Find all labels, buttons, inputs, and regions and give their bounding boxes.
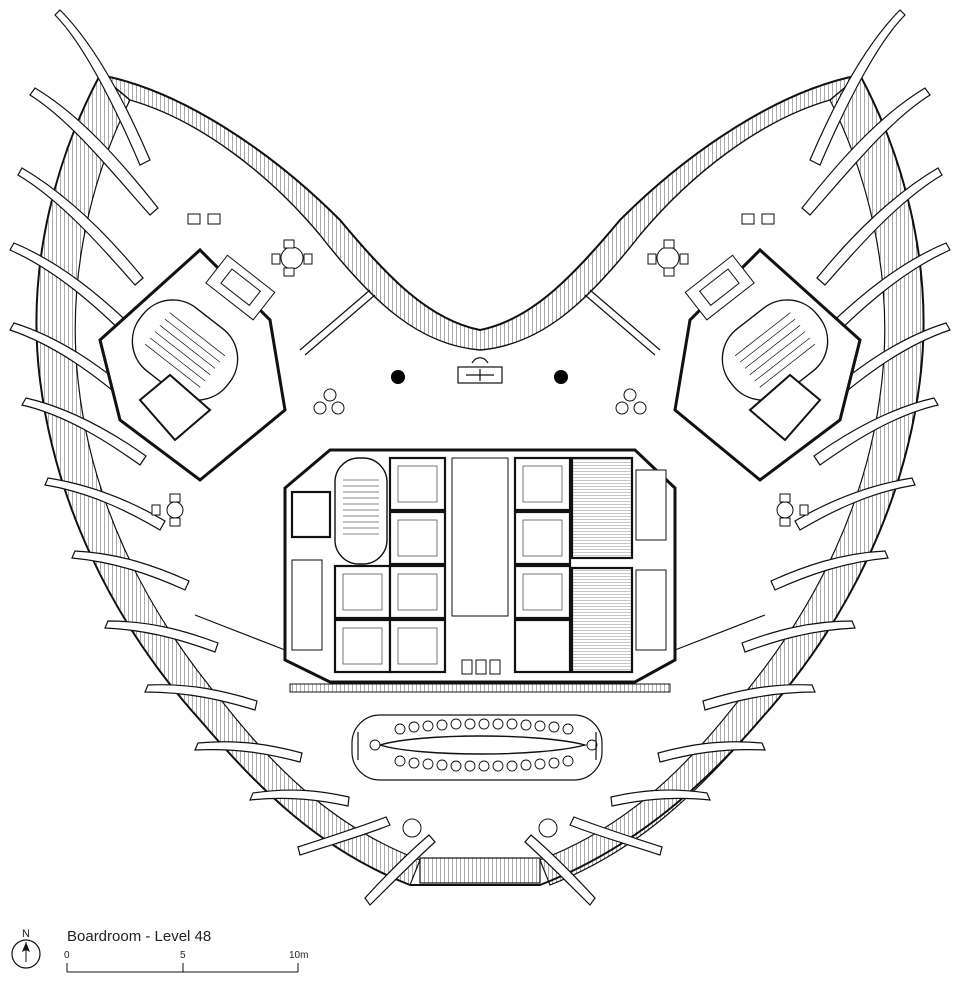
- boardroom-table: [351, 714, 603, 781]
- north-arrow: N: [11, 928, 41, 969]
- drawing-title: Boardroom - Level 48: [67, 928, 211, 945]
- planters: [402, 818, 558, 838]
- scale-tick-0: 0: [64, 950, 70, 961]
- core-bottom-strip: [289, 683, 671, 693]
- inner-partitions: [194, 289, 766, 673]
- scale-tick-10m: 10m: [289, 950, 308, 961]
- structural-columns: [391, 370, 568, 384]
- right-lounge-furniture: [615, 213, 809, 527]
- north-label: N: [22, 928, 30, 940]
- central-core: [283, 448, 677, 684]
- scale-tick-5: 5: [180, 950, 186, 961]
- reception-desk: [457, 357, 503, 384]
- left-lounge-furniture: [151, 213, 345, 527]
- scale-bar: 0 5 10m: [64, 950, 308, 973]
